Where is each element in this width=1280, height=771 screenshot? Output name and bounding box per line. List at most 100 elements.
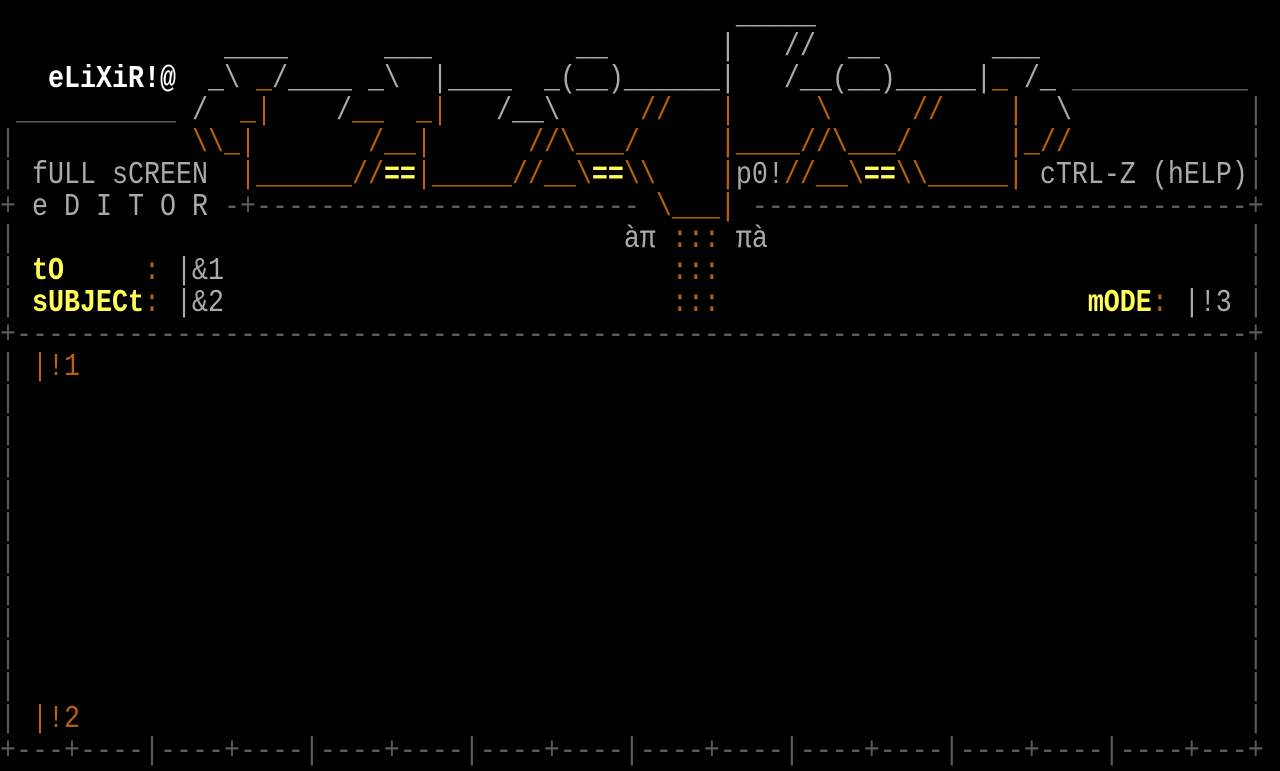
screen-row: | \\_| /__| //\___/ |____//\___/ |_// |: [0, 125, 1280, 163]
frame-border: |: [0, 254, 16, 290]
frame-border: |: [0, 126, 16, 162]
frame-border: | |: [0, 638, 1264, 674]
ascii-art-segment: ___: [991, 30, 1040, 66]
ascii-art-segment: ___: [383, 30, 432, 66]
ascii-art-segment: ____: [223, 30, 288, 66]
frame-border: +: [1247, 190, 1264, 226]
screen-row: eLiXiR!@ _\ _/____ _\ |____ _(__)______|…: [0, 61, 1280, 99]
frame-border: | |: [0, 414, 1264, 450]
ascii-art-segment: \\_|: [191, 126, 256, 162]
ascii-art-segment: πà: [735, 222, 768, 258]
ascii-art-segment: |: [719, 94, 736, 130]
column-ruler: +---+----|----+----|----+----|----+----|…: [0, 734, 1264, 770]
screen-row: +---+----|----+----|----+----|----+----|…: [0, 733, 1280, 771]
screen-row: | àπ ::: πà |: [0, 221, 1280, 259]
screen-row: | |: [0, 541, 1280, 579]
ascii-art-segment: :: [143, 254, 160, 290]
to-field-label: tO: [32, 254, 64, 290]
help-hint-ctrl-z[interactable]: cTRL-Z (hELP): [1039, 158, 1248, 194]
frame-border: |: [1247, 286, 1264, 322]
frame-border: |: [1247, 126, 1264, 162]
ascii-art-segment: _|: [239, 94, 272, 130]
frame-border: __________: [16, 94, 176, 130]
ascii-art-segment: /: [191, 94, 208, 130]
ascii-art-segment: //: [639, 94, 672, 130]
frame-border: |: [1247, 350, 1264, 386]
mode-field-value[interactable]: |!3: [1183, 286, 1232, 322]
ascii-art-segment: /_: [1023, 62, 1056, 98]
frame-border: | |: [0, 574, 1264, 610]
frame-border: | |: [0, 382, 1264, 418]
screen-row: | |!2 |: [0, 701, 1280, 739]
screen-row: | |: [0, 509, 1280, 547]
ascii-art-segment: /__\: [495, 94, 560, 130]
ascii-art-segment: |______//: [239, 158, 384, 194]
ascii-art-segment: //__\: [783, 158, 864, 194]
ascii-art-segment: _|: [415, 94, 448, 130]
ascii-art-segment: :::: [671, 286, 720, 322]
frame-border: +: [0, 190, 16, 226]
ascii-art-segment: ==: [591, 158, 624, 194]
ascii-art-segment: |____: [431, 62, 512, 98]
ascii-art-segment: ==: [383, 158, 416, 194]
ascii-art-segment: __: [575, 30, 608, 66]
ascii-art-segment: __: [847, 30, 880, 66]
screen-row: __________ / _| /__ _| /__\ // | \ // | …: [0, 93, 1280, 131]
ascii-art-segment: :: [1151, 286, 1168, 322]
frame-border: |: [1247, 158, 1264, 194]
screen-row: | |: [0, 637, 1280, 675]
screen-row: | fULL sCREEN |______//==|_____//__\==\\…: [0, 157, 1280, 195]
frame-border: |: [1247, 702, 1264, 738]
frame-border: | |: [0, 670, 1264, 706]
ascii-art-segment: |: [1007, 94, 1024, 130]
screen-row: | |: [0, 477, 1280, 515]
frame-border: -------------------------------: [751, 190, 1248, 226]
ascii-art-segment: |: [719, 158, 736, 194]
frame-border: | |: [0, 606, 1264, 642]
ascii-art-segment: _____: [735, 0, 816, 34]
subtitle-editor: e D I T O R: [32, 190, 208, 226]
frame-border: |: [0, 158, 16, 194]
ascii-art-segment: //: [911, 94, 944, 130]
subject-field-value[interactable]: |&2: [175, 286, 224, 322]
screen-row: ____ ___ __ | // __ ___: [0, 29, 1280, 67]
ascii-art-segment: :: [143, 286, 160, 322]
ascii-art-segment: |____//\___/: [719, 126, 912, 162]
ascii-art-segment: \: [1055, 94, 1072, 130]
frame-border: |: [1247, 94, 1264, 130]
ascii-art-segment: //\___/: [527, 126, 640, 162]
logo-po-label: p0!: [735, 158, 784, 194]
ascii-art-segment: àπ: [623, 222, 656, 258]
ascii-art-segment: :::: [671, 222, 720, 258]
app-logo-title: eLiXiR!@: [48, 62, 176, 98]
ascii-art-segment: _: [991, 62, 1008, 98]
ascii-art-segment: \\_____|: [895, 158, 1024, 194]
frame-border: | |: [0, 542, 1264, 578]
ascii-art-segment: \___|: [655, 190, 736, 226]
message-body-start-placeholder[interactable]: |!1: [32, 350, 80, 386]
ascii-art-segment: /__(__)_____|: [783, 62, 992, 98]
message-body-end-placeholder[interactable]: |!2: [32, 702, 80, 738]
screen-row: | |: [0, 573, 1280, 611]
subtitle-full-screen: fULL sCREEN: [32, 158, 208, 194]
frame-border: | |: [0, 510, 1264, 546]
frame-border: ___________: [1071, 62, 1248, 98]
ascii-art-segment: _: [255, 62, 272, 98]
ascii-art-segment: \\: [623, 158, 656, 194]
frame-border: |: [1247, 222, 1264, 258]
ascii-art-segment: :::: [671, 254, 720, 290]
screen-row: | |: [0, 605, 1280, 643]
to-field-value[interactable]: |&1: [175, 254, 224, 290]
screen-row: | sUBJECt: |&2 ::: mODE: |!3 |: [0, 285, 1280, 323]
frame-border: -+------------------------: [223, 190, 640, 226]
ascii-art-segment: |_____//__\: [415, 158, 592, 194]
ascii-art-segment: \: [815, 94, 832, 130]
screen-row: + e D I T O R -+------------------------…: [0, 189, 1280, 227]
frame-border: |: [0, 702, 16, 738]
frame-border: |: [0, 286, 16, 322]
ascii-art-segment: _(__)______|: [543, 62, 736, 98]
subject-field-label: sUBJECt: [32, 286, 144, 322]
ascii-art-segment: |_//: [1007, 126, 1072, 162]
screen-row: | |: [0, 669, 1280, 707]
